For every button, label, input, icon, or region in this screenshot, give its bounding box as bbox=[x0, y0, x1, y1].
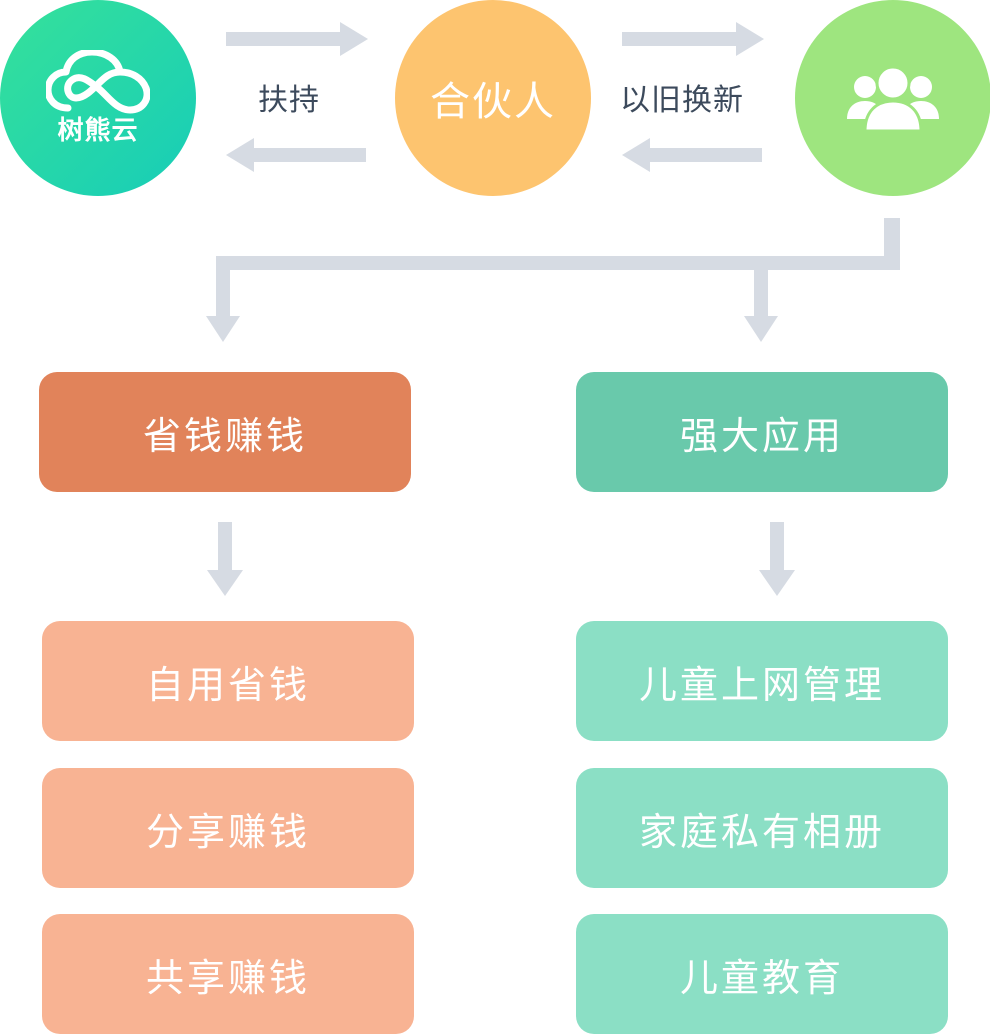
brand-node: 树熊云 bbox=[0, 0, 196, 196]
branch-right-title: 强大应用 bbox=[576, 372, 948, 492]
branch-left-title: 省钱赚钱 bbox=[39, 372, 411, 492]
branch-left-item: 共享赚钱 bbox=[42, 914, 414, 1034]
flow-label-support: 扶持 bbox=[258, 83, 320, 118]
branch-connector bbox=[206, 218, 900, 342]
arrow-right-main-to-sub bbox=[759, 522, 795, 596]
arrow-left-main-to-sub bbox=[207, 522, 243, 596]
cloud-infinity-logo-icon bbox=[46, 49, 150, 113]
branch-right-item: 儿童教育 bbox=[576, 914, 948, 1034]
users-node bbox=[795, 0, 990, 196]
branch-right-item: 儿童上网管理 bbox=[576, 621, 948, 741]
brand-name: 树熊云 bbox=[57, 115, 139, 146]
arrow-partner-to-brand bbox=[226, 138, 366, 172]
partner-label: 合伙人 bbox=[430, 79, 556, 125]
branch-right-item: 家庭私有相册 bbox=[576, 768, 948, 888]
arrow-partner-to-users bbox=[622, 22, 764, 56]
partner-node: 合伙人 bbox=[395, 0, 591, 196]
branch-left-item: 自用省钱 bbox=[42, 621, 414, 741]
flow-label-trade-in: 以旧换新 bbox=[620, 83, 744, 118]
user-group-icon bbox=[847, 65, 939, 133]
arrow-users-to-partner bbox=[622, 138, 762, 172]
arrow-brand-to-partner bbox=[226, 22, 368, 56]
branch-left-item: 分享赚钱 bbox=[42, 768, 414, 888]
